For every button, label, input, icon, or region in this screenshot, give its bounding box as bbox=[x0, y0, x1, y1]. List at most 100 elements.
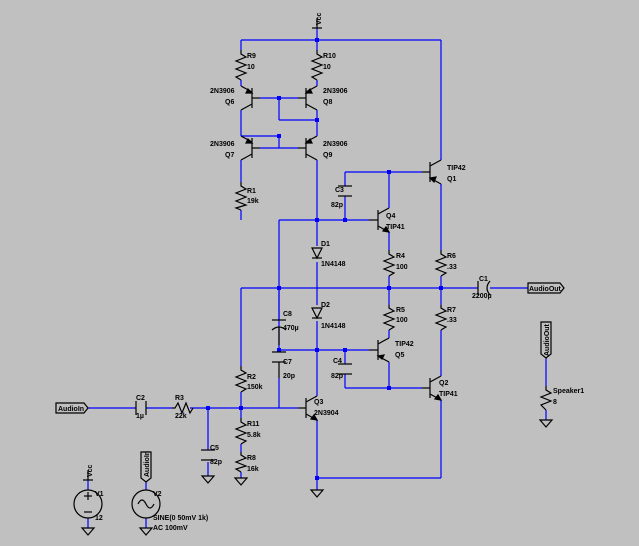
label-C4: C4 bbox=[333, 358, 342, 365]
voltage-source-V1[interactable] bbox=[73, 489, 103, 519]
svg-text:Vcc: Vcc bbox=[316, 12, 323, 25]
diode-D1[interactable] bbox=[311, 247, 323, 260]
label-R11: R11 bbox=[247, 421, 260, 428]
value-C4: 82p bbox=[331, 373, 343, 380]
label-Q8: Q8 bbox=[323, 99, 332, 106]
transistor-Q7[interactable] bbox=[240, 135, 260, 161]
resistor-R1[interactable] bbox=[234, 182, 248, 211]
resistor-R3[interactable] bbox=[172, 401, 194, 415]
transistor-Q4[interactable] bbox=[369, 207, 391, 233]
svg-text:AudioIn: AudioIn bbox=[144, 451, 151, 477]
model-Q2: TIP41 bbox=[439, 391, 458, 398]
label-R1: R1 bbox=[247, 188, 256, 195]
value-R4: 100 bbox=[396, 264, 408, 271]
audioout-port-right: AudioOut bbox=[527, 282, 565, 294]
label-R5: R5 bbox=[396, 307, 405, 314]
model-Q3: 2N3904 bbox=[314, 410, 339, 417]
resistor-R11[interactable] bbox=[234, 418, 248, 445]
capacitor-C4[interactable] bbox=[338, 363, 352, 375]
resistor-R5[interactable] bbox=[382, 305, 396, 331]
component-labels: R9 10 R10 10 2N3906 Q6 2N3906 Q8 2N3906 … bbox=[95, 53, 584, 532]
junction-dots bbox=[206, 38, 443, 480]
label-V1: V1 bbox=[95, 491, 104, 498]
label-V2: V2 bbox=[153, 491, 162, 498]
capacitor-C1[interactable] bbox=[477, 280, 491, 296]
label-Q6: Q6 bbox=[225, 99, 234, 106]
label-C5: C5 bbox=[210, 445, 219, 452]
model-D2: 1N4148 bbox=[321, 323, 346, 330]
model-D1: 1N4148 bbox=[321, 261, 346, 268]
value-R9: 10 bbox=[247, 64, 255, 71]
value-C5: 82p bbox=[210, 459, 222, 466]
resistor-R7[interactable] bbox=[434, 305, 448, 331]
capacitor-C7[interactable] bbox=[272, 351, 286, 378]
transistor-Q5[interactable] bbox=[369, 337, 390, 363]
value-R6: .33 bbox=[447, 264, 457, 271]
value-R7: .33 bbox=[447, 317, 457, 324]
capacitor-C5[interactable] bbox=[201, 449, 215, 461]
transistor-Q2[interactable] bbox=[422, 375, 443, 401]
label-R10: R10 bbox=[323, 53, 336, 60]
value-C2: 1µ bbox=[136, 413, 144, 420]
value-C7: 20p bbox=[283, 373, 295, 380]
transistor-Q9[interactable] bbox=[298, 135, 318, 161]
model-Q1: TIP42 bbox=[447, 165, 466, 172]
label-R6: R6 bbox=[447, 253, 456, 260]
value-R3: 22k bbox=[175, 413, 187, 420]
resistor-R9[interactable] bbox=[234, 50, 248, 81]
ground-symbols bbox=[80, 419, 554, 536]
voltage-source-V2[interactable] bbox=[131, 489, 161, 519]
value-R10: 10 bbox=[323, 64, 331, 71]
audioin-port-v2: AudioIn bbox=[140, 451, 152, 483]
model-Q7: 2N3906 bbox=[210, 141, 235, 148]
audioout-port-speaker: AudioOut bbox=[540, 321, 552, 359]
label-Q4: Q4 bbox=[386, 213, 395, 220]
value-V1: 12 bbox=[95, 515, 103, 522]
value-R11: 5.8k bbox=[247, 432, 261, 439]
label-R3: R3 bbox=[175, 395, 184, 402]
label-R4: R4 bbox=[396, 253, 405, 260]
transistor-Q6[interactable] bbox=[240, 85, 260, 111]
label-C3: C3 bbox=[335, 187, 344, 194]
model-Q9: 2N3906 bbox=[323, 141, 348, 148]
value-C3: 82p bbox=[331, 202, 343, 209]
resistor-Speaker1[interactable] bbox=[539, 386, 553, 411]
value-R5: 100 bbox=[396, 317, 408, 324]
resistor-R4[interactable] bbox=[382, 250, 396, 277]
capacitor-C8[interactable] bbox=[271, 319, 287, 345]
svg-text:Vcc: Vcc bbox=[87, 464, 94, 477]
wires bbox=[87, 28, 547, 528]
diode-D2[interactable] bbox=[311, 307, 323, 320]
label-Q9: Q9 bbox=[323, 152, 332, 159]
resistor-R10[interactable] bbox=[310, 50, 324, 81]
label-R7: R7 bbox=[447, 307, 456, 314]
model-Q6: 2N3906 bbox=[210, 88, 235, 95]
label-D1: D1 bbox=[321, 241, 330, 248]
label-C8: C8 bbox=[283, 311, 292, 318]
transistor-Q3[interactable] bbox=[298, 395, 319, 421]
svg-text:AudioOut: AudioOut bbox=[544, 323, 551, 356]
capacitor-C3[interactable] bbox=[338, 185, 352, 197]
vcc-flag-v1: Vcc bbox=[83, 464, 94, 481]
resistor-R6[interactable] bbox=[434, 250, 448, 277]
label-Q7: Q7 bbox=[225, 152, 234, 159]
label-Speaker1: Speaker1 bbox=[553, 388, 584, 395]
label-C2: C2 bbox=[136, 395, 145, 402]
value-R8: 16k bbox=[247, 466, 259, 473]
model-Q5: TIP42 bbox=[395, 341, 414, 348]
resistor-R8[interactable] bbox=[234, 452, 248, 473]
value-C8: 470µ bbox=[283, 325, 299, 332]
label-R2: R2 bbox=[247, 374, 256, 381]
model-Q8: 2N3906 bbox=[323, 88, 348, 95]
resistor-R2[interactable] bbox=[234, 366, 248, 393]
transistor-Q1[interactable] bbox=[422, 159, 442, 185]
capacitor-C2[interactable] bbox=[135, 401, 147, 415]
svg-text:AudioIn: AudioIn bbox=[58, 406, 84, 413]
transistor-Q8[interactable] bbox=[298, 85, 318, 111]
label-Q5: Q5 bbox=[395, 352, 404, 359]
label-Q2: Q2 bbox=[439, 380, 448, 387]
value-R1: 19k bbox=[247, 198, 259, 205]
label-C7: C7 bbox=[283, 359, 292, 366]
label-C1: C1 bbox=[479, 276, 488, 283]
